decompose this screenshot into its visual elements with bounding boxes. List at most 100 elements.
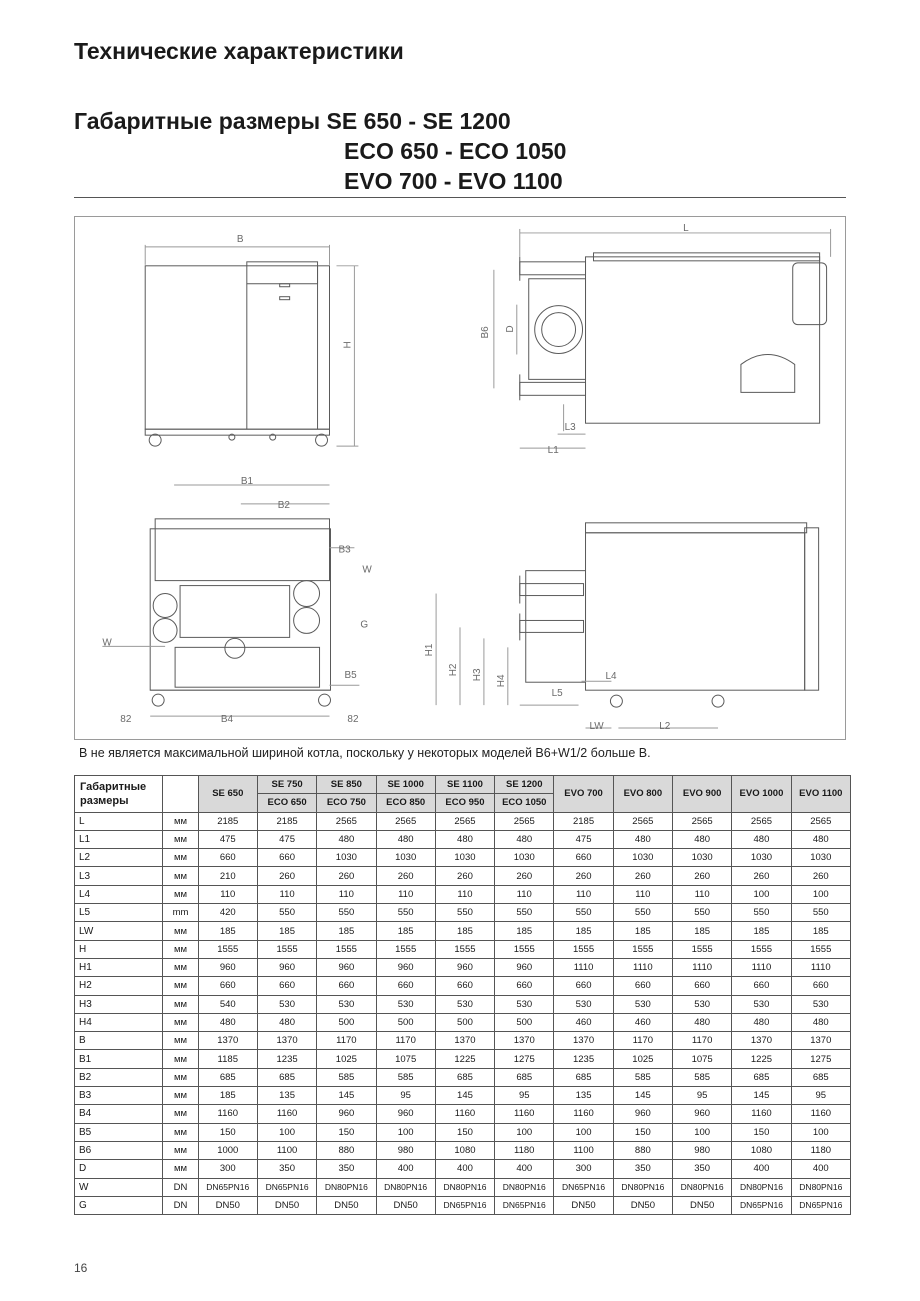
value-cell: 150 bbox=[316, 1122, 377, 1142]
page-number: 16 bbox=[74, 1261, 88, 1275]
value-cell: 685 bbox=[256, 1067, 318, 1088]
value-cell: 660 bbox=[612, 976, 674, 996]
value-cell: 350 bbox=[316, 1159, 377, 1179]
value-cell: 300 bbox=[553, 1159, 614, 1179]
page-title: Технические характеристики bbox=[74, 38, 404, 64]
value-cell: 1370 bbox=[256, 1031, 318, 1051]
value-cell: 475 bbox=[553, 829, 614, 850]
value-cell: 1555 bbox=[790, 939, 852, 959]
value-cell: 110 bbox=[494, 884, 555, 905]
subtitle-line-2: ECO 650 - ECO 1050 bbox=[344, 138, 567, 164]
value-cell: 550 bbox=[494, 903, 555, 923]
dim-label-B3: B3 bbox=[338, 545, 351, 556]
value-cell: 1160 bbox=[494, 1104, 555, 1124]
dim-label-H4: H4 bbox=[496, 674, 507, 687]
value-cell: 1180 bbox=[494, 1140, 555, 1161]
value-cell: 660 bbox=[316, 976, 377, 996]
param-cell: L bbox=[73, 811, 164, 831]
value-cell: 1160 bbox=[731, 1104, 792, 1124]
value-cell: 685 bbox=[434, 1067, 496, 1088]
value-cell: 1160 bbox=[197, 1104, 258, 1124]
unit-cell: мм bbox=[162, 1031, 199, 1051]
unit-cell: DN bbox=[162, 1195, 199, 1216]
unit-cell: мм bbox=[162, 1012, 199, 1033]
value-cell: 530 bbox=[671, 994, 733, 1014]
value-cell: 400 bbox=[375, 1159, 436, 1179]
value-cell: 660 bbox=[494, 976, 555, 996]
value-cell: 460 bbox=[553, 1012, 614, 1033]
value-cell: 1170 bbox=[375, 1031, 436, 1051]
value-cell: 110 bbox=[553, 884, 614, 905]
value-cell: 1100 bbox=[553, 1140, 614, 1161]
value-cell: 110 bbox=[375, 884, 436, 905]
value-cell: 1555 bbox=[612, 939, 674, 959]
value-cell: 1160 bbox=[256, 1104, 318, 1124]
value-cell: 260 bbox=[671, 866, 733, 886]
dim-label-L1: L1 bbox=[548, 445, 560, 456]
value-cell: 980 bbox=[671, 1140, 733, 1161]
header-unit-cell bbox=[162, 775, 199, 813]
unit-cell: мм bbox=[162, 994, 199, 1014]
value-cell: 960 bbox=[316, 957, 377, 978]
value-cell: 1030 bbox=[375, 848, 436, 868]
value-cell: 1000 bbox=[197, 1140, 258, 1161]
value-cell: 660 bbox=[256, 848, 318, 868]
value-cell: 880 bbox=[316, 1140, 377, 1161]
value-cell: 2565 bbox=[434, 811, 496, 831]
value-cell: 350 bbox=[671, 1159, 733, 1179]
value-cell: 550 bbox=[434, 903, 496, 923]
side-view-drawing bbox=[493, 228, 832, 449]
value-cell: 530 bbox=[375, 994, 436, 1014]
value-cell: 185 bbox=[494, 921, 555, 941]
value-cell: 550 bbox=[612, 903, 674, 923]
value-cell: DN80PN16 bbox=[494, 1177, 555, 1197]
subtitle-line-1: Габаритные размеры SE 650 - SE 1200 bbox=[74, 108, 511, 134]
model-subheader: ECO 750 bbox=[316, 793, 377, 813]
value-cell: 960 bbox=[434, 957, 496, 978]
model-subheader: ECO 1050 bbox=[494, 793, 555, 813]
value-cell: 135 bbox=[256, 1086, 318, 1106]
front-view-drawing bbox=[144, 244, 359, 447]
value-cell: 260 bbox=[612, 866, 674, 886]
value-cell: 1030 bbox=[790, 848, 852, 868]
value-cell: 2185 bbox=[256, 811, 318, 831]
param-cell: W bbox=[73, 1177, 164, 1197]
value-cell: DN80PN16 bbox=[434, 1177, 496, 1197]
value-cell: 685 bbox=[731, 1067, 792, 1088]
value-cell: DN50 bbox=[256, 1195, 318, 1216]
param-cell: D bbox=[73, 1159, 164, 1179]
value-cell: 1555 bbox=[553, 939, 614, 959]
value-cell: 1025 bbox=[316, 1049, 377, 1069]
model-header: SE 850 bbox=[316, 774, 377, 795]
value-cell: 660 bbox=[197, 848, 258, 868]
value-cell: 460 bbox=[612, 1012, 674, 1033]
value-cell: 500 bbox=[316, 1012, 377, 1033]
dim-label-L2: L2 bbox=[659, 721, 671, 732]
value-cell: 185 bbox=[256, 921, 318, 941]
model-header: SE 650 bbox=[197, 775, 258, 813]
value-cell: 660 bbox=[671, 976, 733, 996]
value-cell: 1225 bbox=[731, 1049, 792, 1069]
unit-cell: мм bbox=[162, 829, 199, 850]
width-note: B не является максимальной шириной котла… bbox=[79, 746, 651, 760]
header-label-line: Габаритные bbox=[80, 780, 147, 793]
model-header: EVO 1000 bbox=[731, 775, 792, 813]
value-cell: 960 bbox=[671, 1104, 733, 1124]
value-cell: 145 bbox=[612, 1086, 674, 1106]
param-cell: H2 bbox=[73, 976, 164, 996]
value-cell: DN80PN16 bbox=[316, 1177, 377, 1197]
unit-cell: мм bbox=[162, 848, 199, 868]
dim-label-G: G bbox=[360, 619, 368, 630]
value-cell: 1370 bbox=[553, 1031, 614, 1051]
value-cell: DN65PN16 bbox=[553, 1177, 614, 1197]
value-cell: 1160 bbox=[553, 1104, 614, 1124]
value-cell: 1370 bbox=[494, 1031, 555, 1051]
value-cell: 660 bbox=[790, 976, 852, 996]
value-cell: 150 bbox=[197, 1122, 258, 1142]
